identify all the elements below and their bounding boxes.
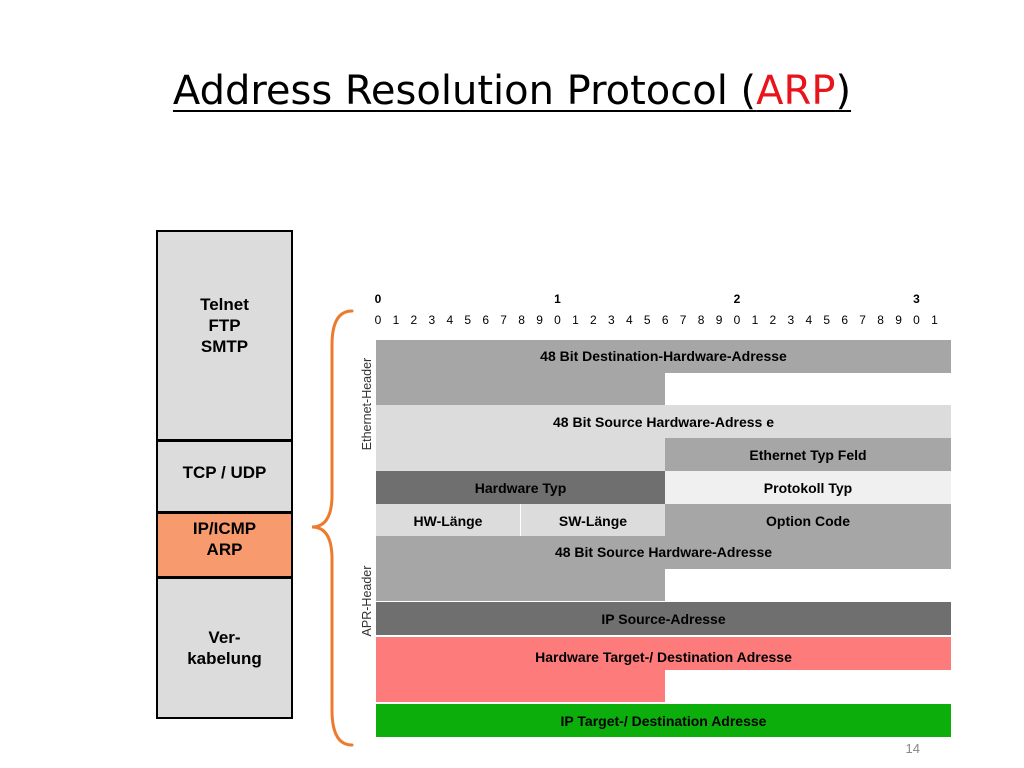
layer-label: kabelung (187, 649, 262, 668)
bit-number: 0 (554, 313, 561, 327)
field-hw-len: HW-Länge (376, 504, 520, 537)
curly-brace (311, 309, 354, 747)
bit-number: 9 (715, 313, 723, 327)
field-hw-type: Hardware Typ (376, 471, 665, 504)
arp-header-label: APR-Header (360, 565, 374, 637)
bit-number: 8 (877, 313, 884, 327)
page-number: 14 (905, 741, 920, 756)
field-label: Ethernet Typ Feld (749, 446, 867, 463)
bit-number: 4 (625, 313, 633, 327)
bit-number: 1 (751, 313, 759, 327)
layer-network: IP/ICMP ARP (156, 512, 293, 578)
bit-number: 6 (482, 313, 490, 327)
bit-tens-number: 3 (913, 292, 920, 306)
layer-label: ARP (206, 540, 243, 559)
layer-transport: TCP / UDP (156, 440, 293, 513)
bit-tens-number: 2 (733, 292, 741, 306)
bit-number: 0 (733, 313, 741, 327)
bit-number: 9 (536, 313, 543, 327)
bit-number: 7 (859, 313, 866, 327)
layer-application: Telnet FTP SMTP (156, 230, 293, 441)
field-label: Hardware Target-/ Destination Adresse (535, 649, 792, 665)
field-label: HW-Länge (413, 512, 483, 529)
bit-number: 5 (643, 313, 651, 327)
bit-number: 2 (590, 313, 597, 327)
bit-number: 8 (697, 313, 705, 327)
layer-physical: Ver- kabelung (156, 577, 293, 719)
bit-number: 2 (769, 313, 777, 327)
bit-tens-number: 1 (554, 292, 561, 306)
field-label: Protokoll Typ (763, 479, 853, 496)
bit-number: 7 (500, 313, 507, 327)
slide-title: Address Resolution Protocol (ARP) (0, 68, 1024, 114)
field-ip-target: IP Target-/ Destination Adresse (376, 704, 951, 737)
field-dest-hw-cont (376, 372, 665, 405)
bit-number: 8 (518, 313, 525, 327)
field-label: 48 Bit Source Hardware-Adress e (553, 413, 774, 430)
layer-label: IP/ICMP (192, 519, 257, 538)
title-suffix: ) (835, 68, 852, 114)
layer-label: TCP / UDP (182, 463, 267, 482)
field-ip-src: IP Source-Adresse (376, 602, 951, 635)
layer-label: FTP (208, 316, 241, 335)
bit-number: 9 (895, 313, 902, 327)
bit-number: 4 (446, 313, 454, 327)
field-src-hw-cont (376, 438, 665, 471)
bit-number: 5 (464, 313, 472, 327)
field-src-hw: 48 Bit Source Hardware-Adress e (376, 405, 951, 438)
bit-number: 4 (805, 313, 813, 327)
title-text: Address Resolution Protocol ( (172, 68, 757, 114)
field-label: IP Target-/ Destination Adresse (560, 712, 767, 729)
field-label: SW-Länge (558, 512, 628, 529)
field-label: Hardware Typ (474, 479, 567, 496)
field-label: 48 Bit Source Hardware-Adresse (554, 544, 773, 560)
bit-number: 7 (679, 313, 687, 327)
field-hw-target-cont (376, 669, 665, 702)
ethernet-header-label: Ethernet-Header (360, 357, 374, 451)
bit-number: 3 (608, 313, 615, 327)
bit-number: 0 (374, 313, 382, 327)
field-arp-src-hw-cont (376, 568, 665, 601)
layer-label: SMTP (200, 337, 249, 356)
field-dest-hw: 48 Bit Destination-Hardware-Adresse (376, 340, 951, 373)
bit-number: 3 (428, 313, 436, 327)
bit-number: 2 (410, 313, 418, 327)
bit-number: 6 (661, 313, 669, 327)
layer-label: Ver- (208, 628, 241, 647)
bit-tens-number: 0 (374, 292, 382, 306)
field-label: 48 Bit Destination-Hardware-Adresse (540, 348, 787, 364)
bit-number: 0 (913, 313, 920, 327)
field-label: IP Source-Adresse (601, 610, 726, 627)
title-highlight: ARP (756, 68, 836, 114)
bit-number: 1 (572, 313, 579, 327)
bit-number: 3 (787, 313, 795, 327)
field-eth-type: Ethernet Typ Feld (665, 438, 951, 471)
bit-number: 6 (841, 313, 849, 327)
bit-number: 1 (392, 313, 400, 327)
bit-number: 5 (823, 313, 831, 327)
field-arp-src-hw: 48 Bit Source Hardware-Adresse (376, 536, 951, 569)
bit-number: 1 (931, 313, 938, 327)
layer-label: Telnet (200, 295, 249, 314)
field-sw-len: SW-Länge (520, 504, 665, 537)
field-op-code: Option Code (665, 504, 951, 537)
field-label: Option Code (766, 512, 850, 529)
field-proto-type: Protokoll Typ (665, 471, 951, 504)
field-hw-target: Hardware Target-/ Destination Adresse (376, 637, 951, 670)
